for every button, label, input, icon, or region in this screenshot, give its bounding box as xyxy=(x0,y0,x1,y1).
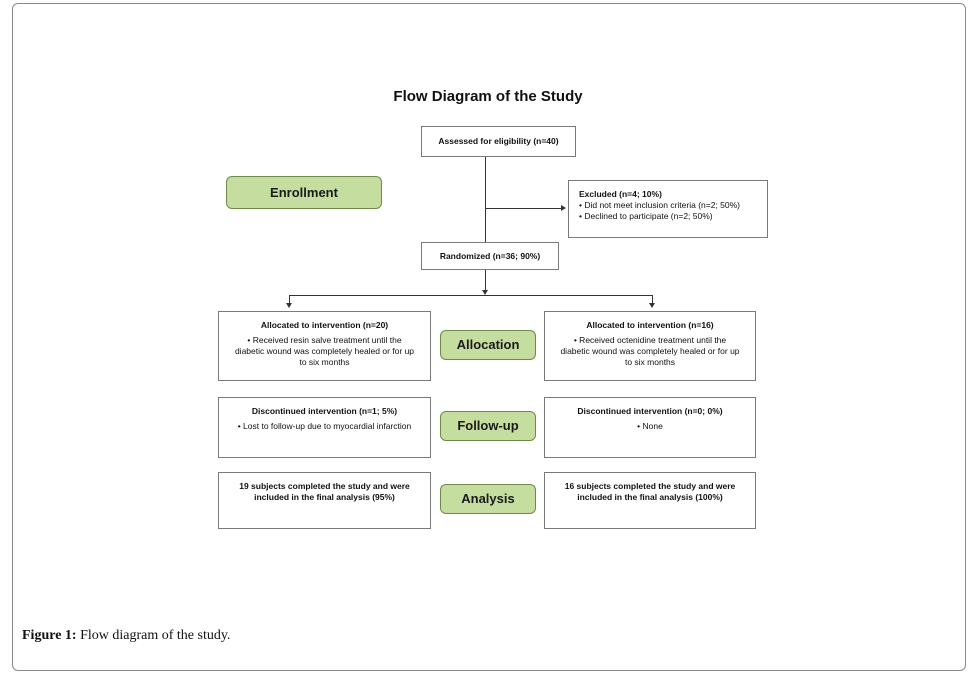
excluded-item: • Declined to participate (n=2; 50%) xyxy=(579,211,713,222)
connector-randomized-down xyxy=(485,270,486,291)
left-discontinued-text: • Lost to follow-up due to myocardial in… xyxy=(237,421,412,432)
left-analysis-text: 19 subjects completed the study and were… xyxy=(239,481,410,503)
right-discontinued-text: • None xyxy=(637,421,663,432)
arrow-to-excluded xyxy=(561,205,566,211)
caption-label: Figure 1: xyxy=(22,628,77,643)
excluded-item: • Did not meet inclusion criteria (n=2; … xyxy=(579,200,741,211)
right-discontinued-box: Discontinued intervention (n=0; 0%) • No… xyxy=(544,397,756,458)
arrow-left-allocation xyxy=(286,303,292,308)
arrow-randomized-down xyxy=(482,290,488,295)
excluded-box: Excluded (n=4; 10%) • Did not meet inclu… xyxy=(568,180,768,238)
stage-allocation: Allocation xyxy=(440,330,536,360)
randomized-box: Randomized (n=36; 90%) xyxy=(421,242,559,270)
stage-analysis: Analysis xyxy=(440,484,536,514)
right-allocated-box: Allocated to intervention (n=16) • Recei… xyxy=(544,311,756,381)
right-analysis-text: 16 subjects completed the study and were… xyxy=(564,481,736,503)
right-discontinued-header: Discontinued intervention (n=0; 0%) xyxy=(577,406,723,416)
left-allocated-box: Allocated to intervention (n=20) • Recei… xyxy=(218,311,431,381)
connector-right-down xyxy=(652,295,653,303)
assessed-text: Assessed for eligibility (n=40) xyxy=(438,136,559,146)
connector-assessed-randomized xyxy=(485,157,486,242)
connector-to-excluded xyxy=(485,208,561,209)
diagram-title: Flow Diagram of the Study xyxy=(393,88,583,105)
left-allocated-header: Allocated to intervention (n=20) xyxy=(260,320,389,330)
right-allocated-header: Allocated to intervention (n=16) xyxy=(586,320,714,330)
connector-left-down xyxy=(289,295,290,303)
assessed-box: Assessed for eligibility (n=40) xyxy=(421,126,576,157)
connector-horizontal-split xyxy=(289,295,653,296)
left-analysis-box: 19 subjects completed the study and were… xyxy=(218,472,431,529)
left-allocated-text: • Received resin salve treatment until t… xyxy=(234,335,415,368)
stage-enrollment: Enrollment xyxy=(226,176,382,209)
arrow-right-allocation xyxy=(649,303,655,308)
left-discontinued-box: Discontinued intervention (n=1; 5%) • Lo… xyxy=(218,397,431,458)
randomized-text: Randomized (n=36; 90%) xyxy=(439,251,541,261)
stage-followup: Follow-up xyxy=(440,411,536,441)
left-discontinued-header: Discontinued intervention (n=1; 5%) xyxy=(251,406,398,416)
right-analysis-box: 16 subjects completed the study and were… xyxy=(544,472,756,529)
caption-text: Flow diagram of the study. xyxy=(76,628,231,643)
excluded-header: Excluded (n=4; 10%) xyxy=(579,189,662,199)
right-allocated-text: • Received octenidine treatment until th… xyxy=(560,335,740,368)
figure-caption: Figure 1: Flow diagram of the study. xyxy=(22,628,230,644)
figure-frame xyxy=(12,3,966,671)
